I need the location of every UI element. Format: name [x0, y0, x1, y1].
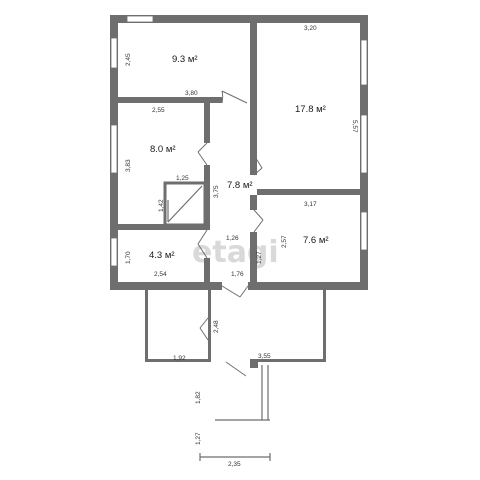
- interior-walls: [110, 15, 368, 290]
- dim-label: 1,27: [256, 251, 263, 264]
- dim-label: 1,42: [158, 199, 165, 212]
- dim-label: 3,55: [258, 353, 271, 360]
- dim-label: 2,55: [152, 107, 165, 114]
- room-area-3: 8.0 м²: [150, 144, 176, 155]
- dim-label: 3,83: [125, 159, 132, 172]
- room-area-4: 7.8 м²: [227, 180, 253, 191]
- dim-label: 2,48: [213, 320, 220, 333]
- dim-label: 1,70: [125, 251, 132, 264]
- dim-label: 1,92: [173, 355, 186, 362]
- room-labels: 9.3 м² 17.8 м² 8.0 м² 7.8 м² 7.6 м² 4.3 …: [149, 54, 329, 261]
- dim-label: 3,20: [304, 25, 317, 32]
- dim-label: 1,26: [226, 235, 239, 242]
- veranda: [145, 290, 326, 461]
- dim-label: 1,82: [195, 391, 202, 404]
- room-area-6: 4.3 м²: [149, 250, 175, 261]
- dimension-labels: 3,20 2,45 3,80 2,55 5,57 3,83 1,25 3,75 …: [125, 25, 358, 468]
- dim-label: 2,57: [281, 235, 288, 248]
- dim-label: 2,45: [125, 53, 132, 66]
- dim-label: 3,80: [185, 90, 198, 97]
- closet: [163, 181, 207, 227]
- dim-label: 3,17: [304, 201, 317, 208]
- room-area-1: 9.3 м²: [172, 54, 198, 65]
- dim-label: 1,76: [231, 271, 244, 278]
- dim-label: 1,25: [176, 175, 189, 182]
- dim-label: 2,35: [228, 461, 241, 468]
- dim-label: 1,27: [195, 432, 202, 445]
- room-area-5: 7.6 м²: [303, 235, 329, 246]
- doors: [197, 90, 264, 298]
- room-area-2: 17.8 м²: [295, 104, 326, 115]
- dim-label: 5,57: [351, 120, 358, 133]
- dim-label: 2,54: [154, 271, 167, 278]
- windows: [110, 15, 368, 267]
- dim-label: 3,75: [213, 185, 220, 198]
